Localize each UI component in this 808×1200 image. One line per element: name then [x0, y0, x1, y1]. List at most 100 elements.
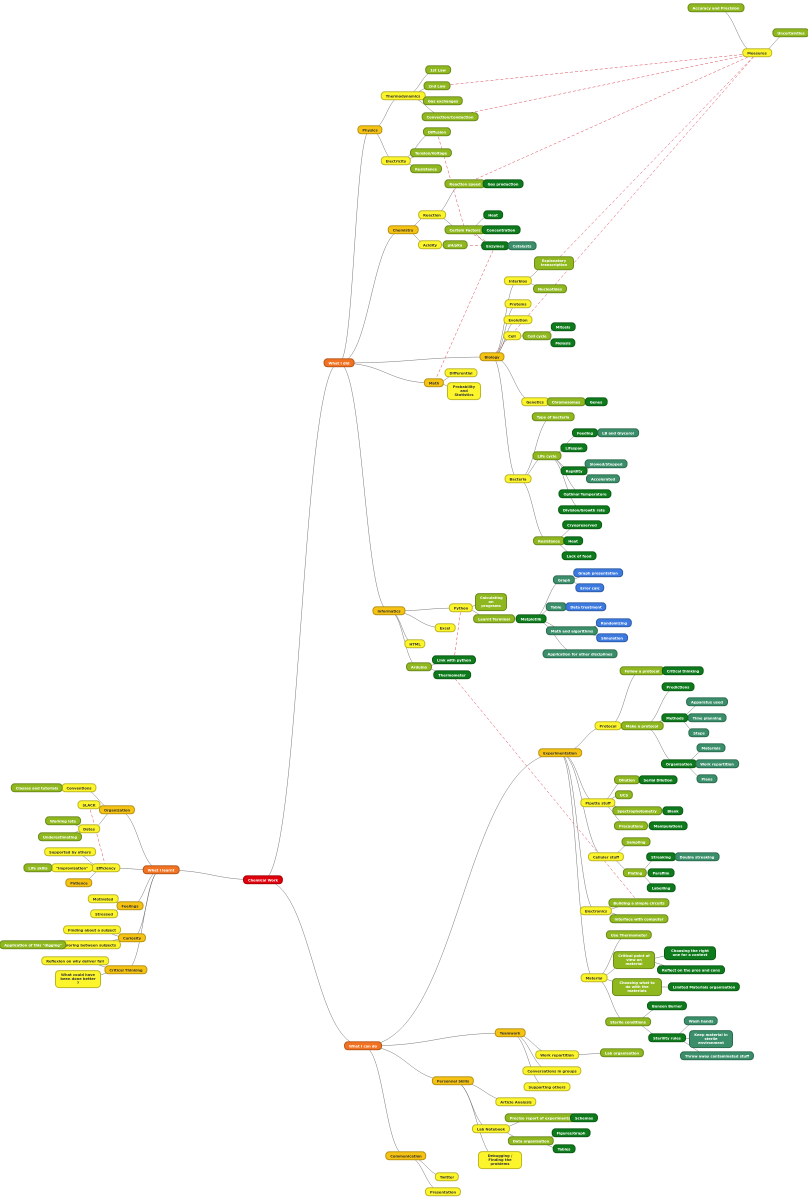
node-python[interactable]: Python [448, 603, 474, 613]
node-schemas[interactable]: Schemas [569, 1113, 599, 1123]
node-dilution[interactable]: Dilution [614, 775, 640, 785]
node-calculating-programs[interactable]: Calculating on programs [475, 593, 507, 611]
node-genes[interactable]: Genes [584, 397, 608, 407]
node-thermodynamics[interactable]: Thermodynamics [380, 91, 426, 101]
node-bacteria[interactable]: Bacteria [504, 474, 532, 484]
node-conventions[interactable]: Conventions [61, 783, 97, 793]
node-labelling[interactable]: Labelling [646, 883, 676, 893]
node-motivated[interactable]: Motivated [87, 894, 119, 904]
node-classes-tutorials[interactable]: Classes and tutorials [10, 783, 64, 793]
node-follow-protocol[interactable]: Follow a protocol [619, 666, 665, 676]
node-slowed-stopped[interactable]: Slowed/Stopped [584, 459, 628, 469]
node-measures[interactable]: Measures [742, 48, 772, 58]
node-materials-org[interactable]: Materials [696, 743, 726, 753]
node-lb-glycerol[interactable]: LB and Glycerol [597, 428, 639, 438]
node-limited-materials[interactable]: Limited Materials organisation [667, 982, 741, 992]
node-life-skills[interactable]: Life skills [23, 863, 53, 873]
node-concentration[interactable]: Concentration [481, 225, 521, 235]
node-acidity[interactable]: Acidity [417, 240, 443, 250]
node-lab-organisation[interactable]: Lab organisation [599, 1048, 645, 1058]
node-arduino[interactable]: Arduino [406, 662, 432, 672]
node-biology[interactable]: Biology [479, 352, 505, 362]
node-data-treatment[interactable]: Data treatment [565, 602, 607, 612]
node-pipette-stuff[interactable]: Pipette stuff [580, 798, 616, 808]
node-plating[interactable]: Plating [622, 868, 648, 878]
node-genetics[interactable]: Genetics [521, 397, 549, 407]
node-work-repartition-team[interactable]: Work repartition [535, 1050, 579, 1060]
node-bunsen-burner[interactable]: Bunsen Burner [646, 1001, 688, 1011]
node-accuracy-precision[interactable]: Accuracy and Precision [687, 3, 745, 13]
node-slack[interactable]: SLACK [77, 800, 101, 810]
node-chemistry[interactable]: Chemistry [387, 225, 419, 235]
node-teamwork[interactable]: Teamwork [494, 1028, 526, 1038]
node-manipulations[interactable]: Manipulations [648, 821, 688, 831]
node-reaction[interactable]: Reaction [418, 210, 446, 220]
node-meiosis[interactable]: Meiosis [550, 338, 576, 348]
node-feeding[interactable]: Feeding [571, 428, 599, 438]
node-root[interactable]: Chemical Work [242, 875, 284, 885]
node-rapidity[interactable]: Rapidity [560, 466, 588, 476]
node-choosing-right-one[interactable]: Choosing the right one for a context [664, 946, 716, 960]
node-thermometer[interactable]: Thermometer [433, 670, 471, 680]
node-wash-hands[interactable]: Wash hands [683, 1016, 719, 1026]
node-organisation-exp[interactable]: Organisation [660, 759, 698, 769]
node-reflexion-why[interactable]: Reflexion on why deliver fail [41, 956, 109, 966]
node-math-algorithms[interactable]: Math and algorithms [545, 626, 599, 636]
node-conversations-groups[interactable]: Conversations in groups [522, 1066, 582, 1076]
node-accelerated[interactable]: Accelerated [585, 474, 621, 484]
node-physics[interactable]: Physics [357, 125, 383, 135]
node-critical-point-view[interactable]: Critical point of view on material [613, 951, 655, 969]
node-parafilm[interactable]: Parafilm [647, 868, 675, 878]
node-resistance-bact[interactable]: Resistance [533, 536, 565, 546]
node-protocol[interactable]: Protocol [594, 721, 622, 731]
node-type-of-bacteria[interactable]: Type of bacteria [531, 412, 575, 422]
node-time-planning[interactable]: Time planning [687, 713, 727, 723]
node-life-cycle[interactable]: Life cycle [532, 451, 562, 461]
node-make-protocol[interactable]: Make a protocol [620, 721, 664, 731]
node-diffusion[interactable]: Diffusion [422, 127, 452, 137]
node-applications-other[interactable]: Application for other disciplines [542, 649, 618, 659]
node-what-i-learnt[interactable]: What I learnt [142, 865, 180, 875]
node-second-law[interactable]: 2nd Law [423, 81, 451, 91]
node-curiosity[interactable]: Curiosity [117, 933, 147, 943]
node-building-circuits[interactable]: Building a simple circuits [608, 898, 670, 908]
node-graph-presentation[interactable]: Graph presentation [573, 568, 623, 578]
node-methods[interactable]: Methods [661, 713, 689, 723]
node-graph[interactable]: Graph [552, 575, 576, 585]
node-reflect-pros-cons[interactable]: Reflect on the pros and cons [657, 965, 725, 975]
node-division-growth-rate[interactable]: Division/Growth rate [558, 505, 610, 515]
node-uncertainties[interactable]: Uncertainties [772, 28, 808, 38]
node-precise-report[interactable]: Precise report of experiments [504, 1113, 576, 1123]
node-ucs[interactable]: UCS [614, 790, 634, 800]
node-informatics[interactable]: Informatics [372, 606, 406, 616]
node-supported-by-others[interactable]: Supported by others [44, 847, 96, 857]
node-data-organisation[interactable]: Data organisation [507, 1136, 555, 1146]
node-table[interactable]: Table [545, 602, 567, 612]
node-chromosomes[interactable]: Chromosomes [546, 397, 586, 407]
node-cryopreserved[interactable]: Cryopreserved [562, 520, 602, 530]
node-blank[interactable]: Blank [662, 806, 684, 816]
node-interbios[interactable]: Interbios [503, 276, 533, 286]
node-optimal-temperature[interactable]: Optimal Temperature [558, 489, 612, 499]
node-organization[interactable]: Organization [98, 805, 136, 815]
node-critical-thinking-proto[interactable]: Critical thinking [661, 666, 705, 676]
node-material[interactable]: Material [580, 973, 608, 983]
node-sterile-conditions[interactable]: Sterile conditions [605, 1017, 651, 1027]
node-differential[interactable]: Differential [444, 368, 478, 378]
node-apparatus-used[interactable]: Apparatus used [686, 697, 728, 707]
node-experimentation[interactable]: Experimentation [538, 748, 582, 758]
node-lifespan[interactable]: Lifespan [560, 443, 588, 453]
node-use-thermometer[interactable]: Use Thermometer [605, 930, 653, 940]
node-enzymes[interactable]: Enzymes [481, 241, 509, 251]
node-learnt-terminal[interactable]: Learnt Terminal [473, 614, 515, 624]
node-error-calc[interactable]: Error calc [575, 583, 605, 593]
node-what-i-did[interactable]: What I did [323, 358, 355, 368]
node-supporting-others[interactable]: Supporting others [523, 1082, 571, 1092]
node-sterility-rules[interactable]: Sterility rules [648, 1033, 686, 1043]
node-tables[interactable]: Tables [552, 1144, 576, 1154]
node-gas-exchanges[interactable]: Gas exchanges [422, 96, 464, 106]
node-work-repartition[interactable]: Work repartition [695, 759, 739, 769]
node-reaction-speed[interactable]: Reaction speed [444, 179, 486, 189]
node-what-could-have-done[interactable]: What could have been done better ? [55, 970, 101, 988]
node-feelings[interactable]: Feelings [116, 901, 144, 911]
